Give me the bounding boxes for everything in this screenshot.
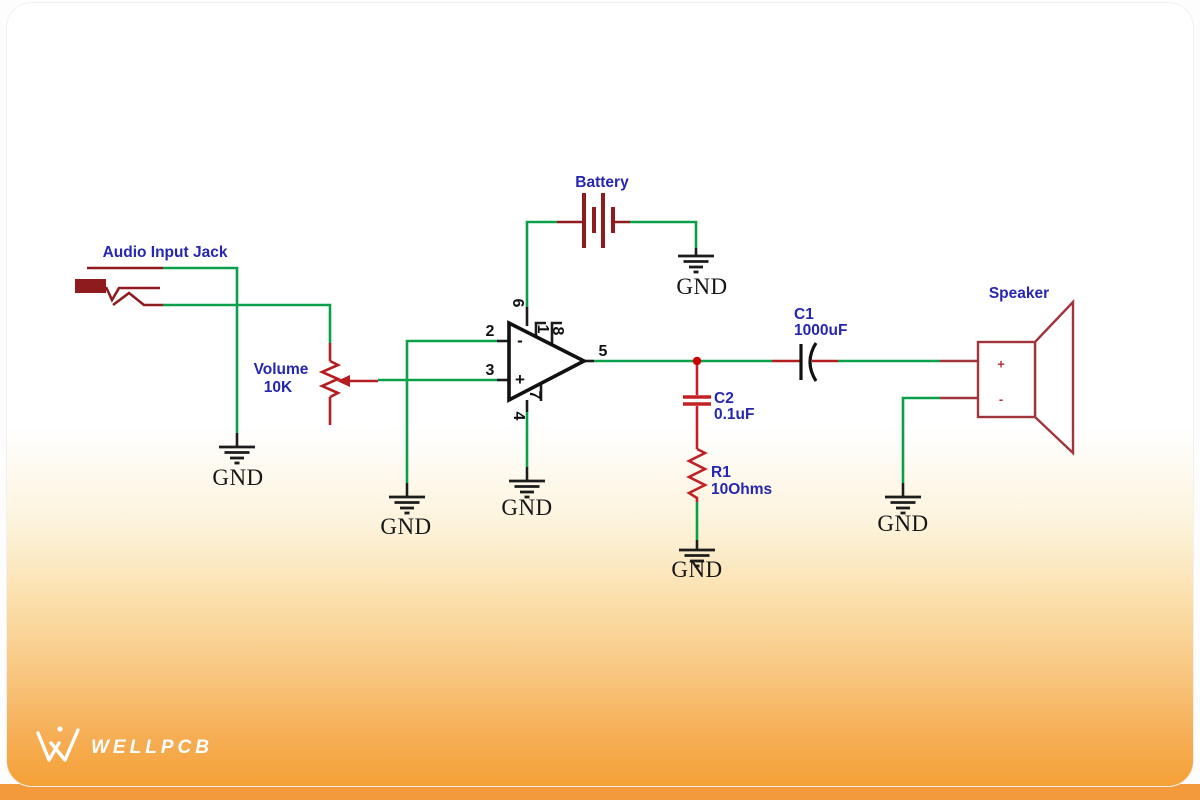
opamp-pin5-label: 5: [598, 343, 608, 360]
wellpcb-logo-text: WELLPCB: [91, 737, 213, 758]
opamp-pin7-label: 7: [526, 390, 543, 400]
c2-name-label: C2: [714, 390, 734, 407]
opamp-noninverting-sign: +: [515, 370, 525, 389]
pin-leads-black: [235, 248, 905, 550]
wellpcb-logo-icon: [36, 726, 80, 762]
wire-net-green: [163, 220, 940, 540]
volume-name-label: Volume: [253, 361, 309, 378]
opamp-pin6-label: 6: [509, 298, 526, 308]
opamp-pin4-label: 4: [510, 411, 527, 421]
gnd-symbol-battery: [676, 254, 716, 274]
c2-value-label: 0.1uF: [714, 406, 755, 423]
opamp-pin2-label: 2: [485, 323, 495, 340]
speaker-label: Speaker: [988, 285, 1050, 302]
page-bottom-orange-bar: [0, 784, 1200, 800]
opamp-pin8-label: 8: [549, 326, 566, 336]
c1-name-label: C1: [794, 306, 814, 323]
speaker-plus-sign: +: [997, 356, 1005, 372]
r1-name-label: R1: [711, 464, 731, 481]
gnd-symbol-inverting: [387, 495, 427, 515]
gnd-label-jack: GND: [212, 465, 264, 490]
opamp-inverting-sign: -: [517, 331, 523, 350]
r1-symbol: [686, 447, 708, 502]
volume-value-label: 10K: [263, 379, 293, 396]
audio-jack-symbol: [75, 266, 163, 307]
c1-symbol: [772, 342, 838, 382]
battery-symbol: [557, 193, 630, 248]
r1-value-label: 10Ohms: [711, 481, 773, 498]
opamp-triangle: [507, 320, 588, 403]
opamp-pin3-label: 3: [485, 362, 495, 379]
c2-symbol: [683, 365, 711, 449]
battery-label: Battery: [575, 174, 629, 191]
gnd-label-r1: GND: [671, 557, 723, 582]
speaker-cone: [1033, 298, 1075, 456]
gnd-label-inverting: GND: [380, 514, 432, 539]
junction-dot: [692, 356, 702, 366]
volume-pot-symbol: [318, 343, 378, 425]
speaker-minus-sign: -: [998, 391, 1004, 407]
ground-symbols: [217, 254, 923, 568]
gnd-label-pin4: GND: [501, 495, 553, 520]
audio-jack-label: Audio Input Jack: [102, 244, 228, 261]
pot-wiper-arrow: [337, 375, 350, 387]
gnd-label-battery: GND: [676, 274, 728, 299]
gnd-symbol-jack: [217, 445, 257, 465]
gnd-label-speaker: GND: [877, 511, 929, 536]
speaker-symbol: [940, 298, 1075, 456]
speaker-body: [976, 340, 1037, 419]
c1-value-label: 1000uF: [794, 322, 848, 339]
